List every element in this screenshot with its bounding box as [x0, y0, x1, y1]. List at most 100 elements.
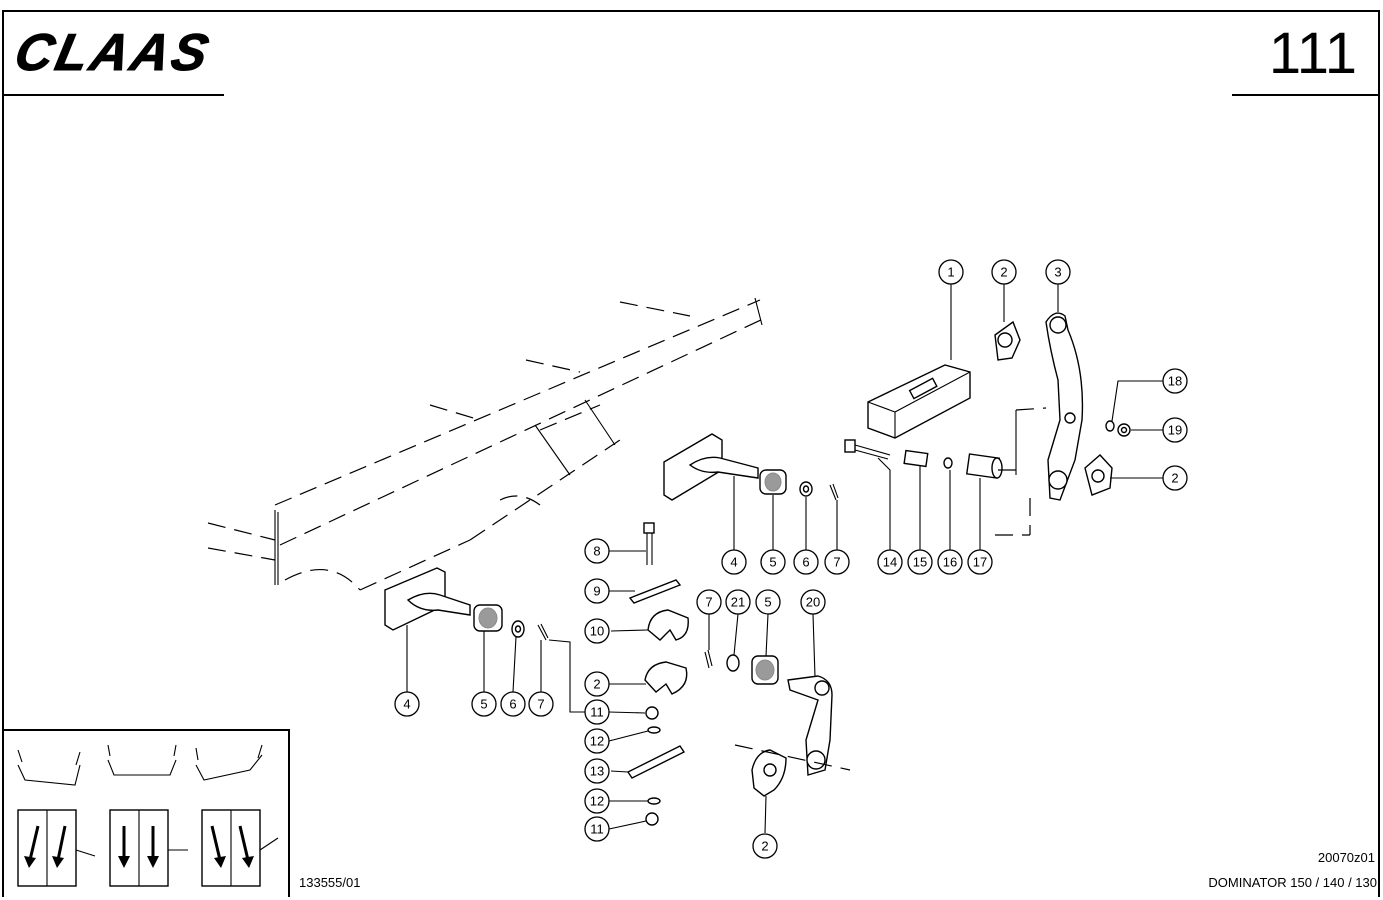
callout-21: 21 [725, 589, 751, 615]
lower-assembly-dashlines [734, 744, 851, 771]
header-frame-outline [207, 297, 766, 591]
drawing-code: 20070z01 [1317, 850, 1375, 865]
svg-text:5: 5 [764, 595, 771, 610]
svg-text:4: 4 [730, 555, 737, 570]
part-pin-7-right [704, 649, 713, 669]
part-nut-19 [1117, 423, 1131, 437]
svg-text:6: 6 [802, 555, 809, 570]
callout-10: 10 [584, 618, 610, 644]
part-pin-7-lower [537, 623, 549, 641]
callout-3: 3 [1045, 259, 1071, 285]
part-arm-20 [787, 675, 833, 776]
callout-6-upper: 6 [793, 549, 819, 575]
svg-text:20: 20 [806, 595, 820, 610]
callout-14: 14 [877, 549, 903, 575]
callout-7-lower: 7 [528, 691, 554, 717]
model-name: DOMINATOR 150 / 140 / 130 [1208, 875, 1377, 890]
legend-arrows [24, 825, 279, 868]
part-pin-7-upper [829, 483, 839, 501]
callout-2-bottom: 2 [752, 833, 778, 859]
callout-2-top: 2 [991, 259, 1017, 285]
svg-text:21: 21 [731, 595, 745, 610]
header-rule-right [1232, 94, 1380, 96]
part-bolt-8 [643, 522, 655, 565]
part-rubber-5-right [751, 655, 779, 685]
svg-text:7: 7 [705, 595, 712, 610]
svg-text:3: 3 [1054, 265, 1061, 280]
svg-text:4: 4 [403, 697, 410, 712]
callout-11-upper: 11 [584, 699, 610, 725]
callout-2-right: 2 [1162, 465, 1188, 491]
svg-text:19: 19 [1168, 423, 1182, 438]
svg-text:8: 8 [593, 544, 600, 559]
svg-text:2: 2 [593, 677, 600, 692]
part-arm-3 [1045, 312, 1084, 501]
svg-text:5: 5 [480, 697, 487, 712]
svg-text:15: 15 [913, 555, 927, 570]
legend-header-profiles [17, 744, 263, 786]
svg-text:11: 11 [590, 822, 604, 837]
callout-4-lower: 4 [394, 691, 420, 717]
callout-6-lower: 6 [500, 691, 526, 717]
callout-19: 19 [1162, 417, 1188, 443]
svg-text:2: 2 [761, 839, 768, 854]
part-nut-11-upper [645, 706, 659, 720]
callout-4-upper: 4 [721, 549, 747, 575]
part-washer-18 [1105, 420, 1115, 432]
page-number: 111 [1268, 21, 1357, 86]
part-clamp-10 [647, 609, 689, 641]
part-flange-4-upper [663, 433, 759, 501]
callout-9: 9 [584, 578, 610, 604]
callout-15: 15 [907, 549, 933, 575]
part-rubber-5-lower [473, 604, 503, 632]
svg-text:13: 13 [590, 764, 604, 779]
callout-20: 20 [800, 589, 826, 615]
part-washer-6-upper [799, 481, 813, 497]
part-bracket-1 [867, 364, 971, 439]
part-washer-12-upper [647, 726, 661, 734]
header-rule-left [2, 94, 224, 96]
svg-text:16: 16 [943, 555, 957, 570]
part-nut-11-lower [645, 812, 659, 826]
svg-text:7: 7 [537, 697, 544, 712]
svg-text:7: 7 [833, 555, 840, 570]
part-sleeve-15 [903, 449, 929, 468]
svg-text:5: 5 [769, 555, 776, 570]
callout-5-lower: 5 [471, 691, 497, 717]
svg-text:11: 11 [590, 705, 604, 720]
svg-text:2: 2 [1000, 265, 1007, 280]
svg-text:17: 17 [973, 555, 987, 570]
legend-box [3, 729, 290, 897]
callout-8: 8 [584, 538, 610, 564]
part-washer-21 [726, 654, 740, 672]
part-bolt-14 [844, 439, 891, 460]
part-plate-13 [626, 745, 686, 779]
callout-5-upper: 5 [760, 549, 786, 575]
svg-text:12: 12 [590, 794, 604, 809]
callout-5-right: 5 [755, 589, 781, 615]
callout-16: 16 [937, 549, 963, 575]
part-washer-6-lower [511, 620, 525, 638]
callout-11-lower: 11 [584, 816, 610, 842]
part-flange-4-lower [384, 567, 471, 631]
part-rubber-5-upper [759, 469, 787, 495]
callout-2-left: 2 [584, 671, 610, 697]
part-washer-12-lower [647, 797, 661, 805]
callout-13: 13 [584, 758, 610, 784]
svg-text:6: 6 [509, 697, 516, 712]
callout-18: 18 [1162, 368, 1188, 394]
callout-7-right: 7 [696, 589, 722, 615]
document-number: 133555/01 [299, 875, 361, 890]
part-plate-9 [628, 579, 682, 604]
leader-lines [406, 284, 1163, 834]
svg-text:9: 9 [593, 584, 600, 599]
svg-text:12: 12 [590, 734, 604, 749]
legend-direction-panels [17, 809, 261, 887]
svg-text:14: 14 [883, 555, 897, 570]
upper-assembly-dashlines [995, 407, 1047, 536]
svg-text:18: 18 [1168, 374, 1182, 389]
callout-12-upper: 12 [584, 728, 610, 754]
part-bushing-17 [965, 453, 1003, 479]
svg-text:2: 2 [1171, 471, 1178, 486]
